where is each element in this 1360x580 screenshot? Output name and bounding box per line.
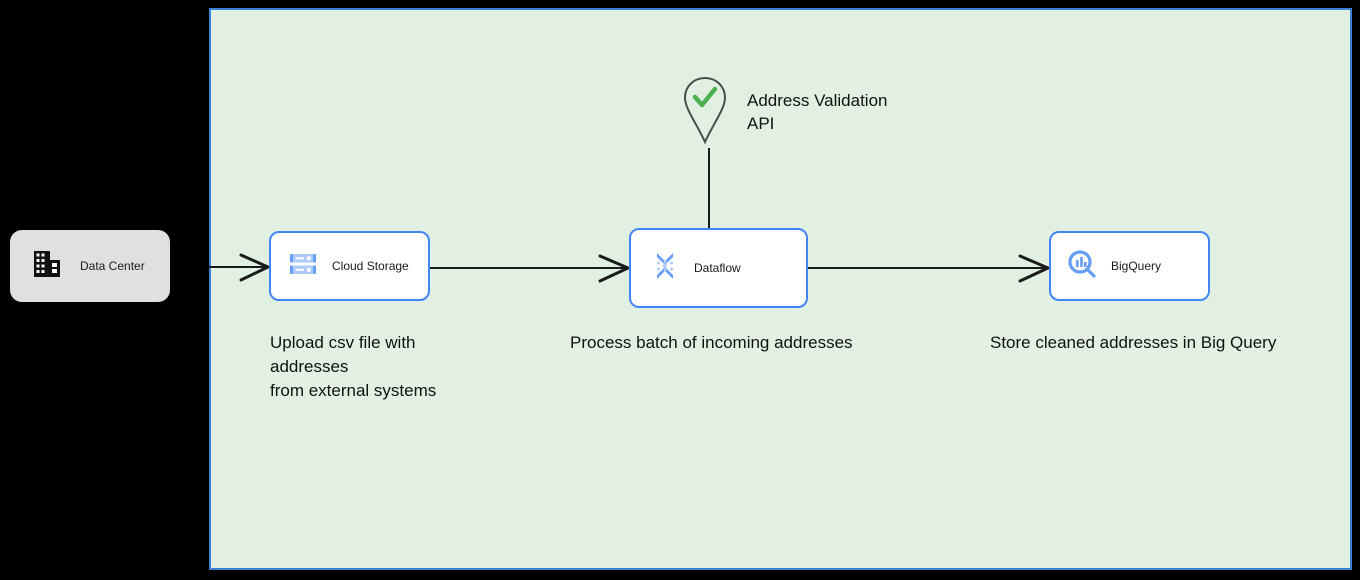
- node-label-bigquery: BigQuery: [1111, 259, 1162, 273]
- node-cloud-storage[interactable]: Cloud Storage: [269, 231, 430, 301]
- caption-dataflow: Process batch of incoming addresses: [570, 333, 853, 352]
- api-label: Address Validation API: [747, 91, 888, 133]
- dataflow-icon: [649, 250, 681, 287]
- node-label-cloud-storage: Cloud Storage: [332, 259, 409, 273]
- caption-bigquery: Store cleaned addresses in Big Query: [990, 333, 1277, 352]
- data-center-icon: [32, 249, 62, 284]
- location-pin-check-icon: [683, 76, 727, 151]
- node-label-data-center: Data Center: [80, 259, 145, 273]
- node-dataflow[interactable]: Dataflow: [629, 228, 808, 308]
- caption-cloud-storage: Upload csv file with addresses from exte…: [270, 333, 437, 400]
- bigquery-icon: [1067, 249, 1097, 284]
- node-label-dataflow: Dataflow: [694, 261, 741, 275]
- node-bigquery[interactable]: BigQuery: [1049, 231, 1210, 301]
- node-data-center[interactable]: Data Center: [10, 230, 170, 302]
- node-address-validation-api[interactable]: Address Validation API: [683, 76, 888, 151]
- cloud-storage-icon: [288, 249, 318, 284]
